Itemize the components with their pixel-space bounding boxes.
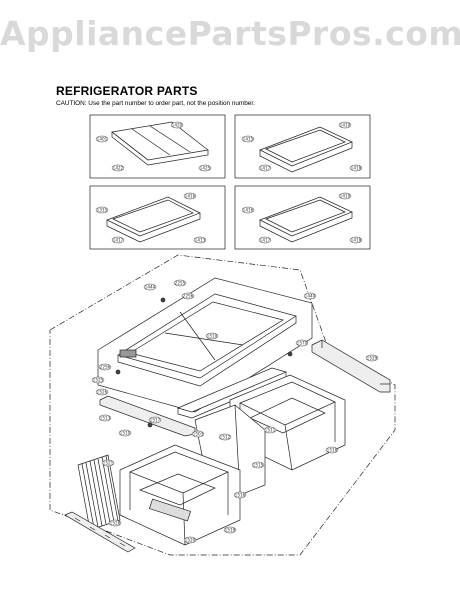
callout-label: 1425 (200, 166, 211, 171)
bottom-grille-strip (64, 511, 136, 553)
callout-label: 1517 (150, 418, 161, 423)
callout-label: 1417 (260, 238, 271, 243)
callout-label: 1518 (327, 448, 338, 453)
callout-label: 1528 (110, 521, 121, 526)
callout-label: 1520 (185, 538, 196, 543)
callout-label: 1418 (351, 238, 362, 243)
assembly-outline (49, 254, 396, 556)
callout-label: 1516 (235, 493, 246, 498)
callout-label: 1416 (185, 194, 196, 199)
callout-label: 1510 (120, 431, 131, 436)
callout-label: 1570 (297, 341, 308, 346)
callout-label: 1529 (367, 356, 378, 361)
callout-label: 1415 (243, 137, 254, 142)
right-rail (311, 339, 391, 393)
callout-markers (91, 121, 379, 544)
callout-label: 1417 (260, 166, 271, 171)
callout-label: 1525 (93, 378, 104, 383)
callout-label: 1511 (265, 428, 276, 433)
callout-label: 2256 (183, 294, 194, 299)
callout-label: 1444 (145, 285, 156, 290)
watermark-logo: AppliancePartsPros.com (0, 14, 460, 53)
callout-label: 1515 (253, 463, 264, 468)
center-divider (176, 367, 288, 419)
callout-label: 2256 (100, 365, 111, 370)
callout-label: 2255 (175, 281, 186, 286)
drawer-slide-parts (115, 297, 293, 522)
callout-label: 1519 (225, 528, 236, 533)
callout-label: 1503 (193, 432, 204, 437)
callout-label: 1526 (97, 390, 108, 395)
callout-label: 1315 (97, 208, 108, 213)
callout-label: 1410 (340, 123, 351, 128)
callout-label: 1416 (243, 208, 254, 213)
callout-label: 1513 (100, 416, 111, 421)
callout-label: 1401 (97, 137, 108, 142)
caution-note: CAUTION: Use the part number to order pa… (56, 100, 255, 107)
callout-label: 1440 (305, 294, 316, 299)
callout-label: 1420 (172, 123, 183, 128)
callout-label: 1422 (113, 166, 124, 171)
callout-label: 1521 (103, 461, 114, 466)
callout-labels: 1401 1420 1422 1425 1415 1410 1417 1418 … (93, 123, 378, 543)
left-drawer (119, 444, 241, 546)
callout-label: 1510 (207, 334, 218, 339)
callout-label: 1417 (113, 238, 124, 243)
grille-panel (77, 454, 121, 531)
callout-label: 1418 (351, 166, 362, 171)
page-title: REFRIGERATOR PARTS (56, 84, 198, 98)
callout-label: 1413 (195, 238, 206, 243)
callout-label: 1512 (220, 435, 231, 440)
callout-label: 1410 (340, 194, 351, 199)
